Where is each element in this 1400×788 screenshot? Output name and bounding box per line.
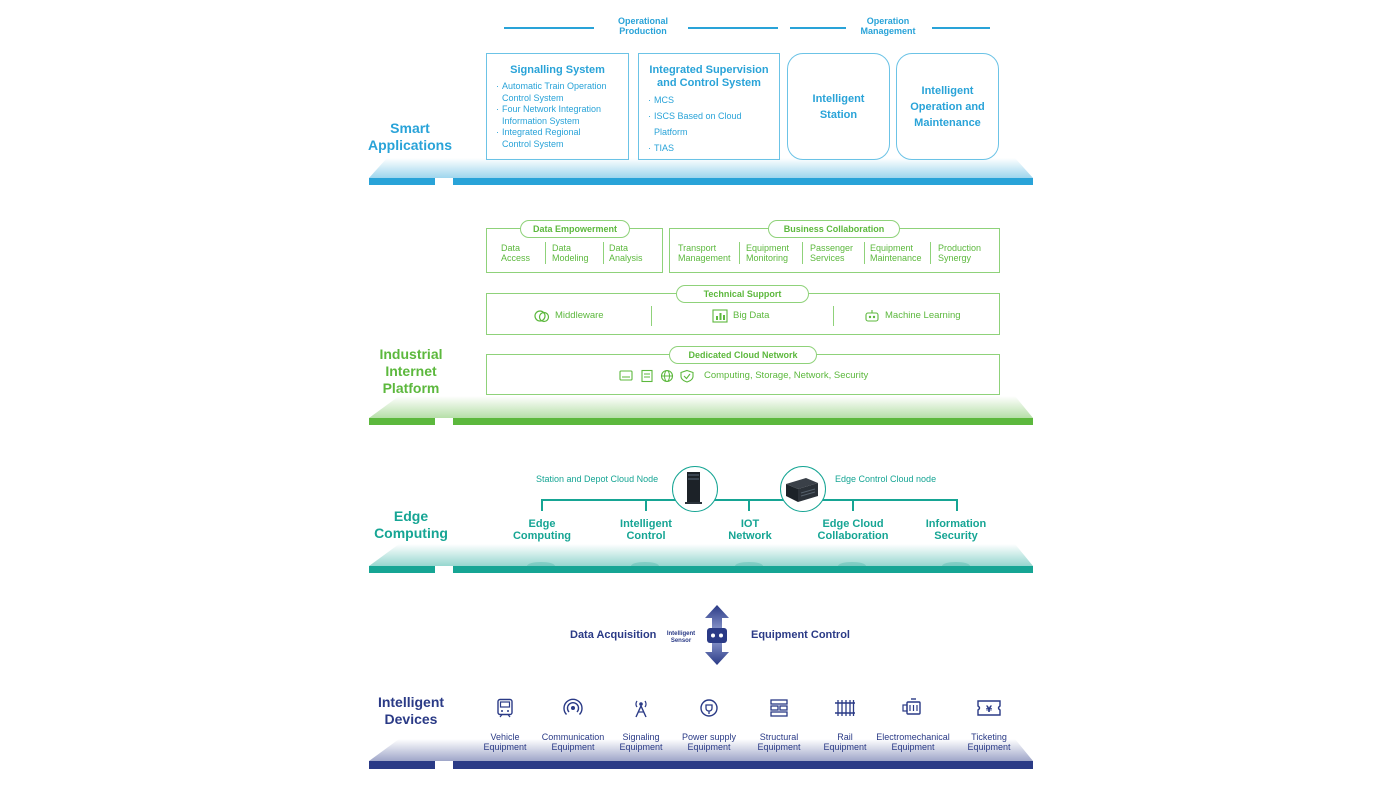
- station-depot-node-label: Station and Depot Cloud Node: [536, 474, 659, 484]
- list-item: ISCS Based on Cloud Platform: [648, 108, 771, 140]
- data-access-cell: Data Access: [501, 243, 531, 263]
- cloud-network-title: Dedicated Cloud Network: [669, 346, 817, 364]
- industrial-platform-base: [369, 396, 1033, 425]
- intelligent-sensor-label: Intelligent Sensor: [666, 631, 696, 644]
- edge-control-node[interactable]: [780, 466, 826, 512]
- big-data-item[interactable]: Big Data: [712, 309, 769, 323]
- station-depot-node[interactable]: [672, 466, 718, 512]
- edge-control-node-label: Edge Control Cloud node: [835, 474, 937, 484]
- connector-line: [541, 499, 543, 511]
- transport-management-cell: Transport Management: [678, 243, 731, 263]
- business-collaboration-title: Business Collaboration: [768, 220, 900, 238]
- edge-computing-title: Edge Computing: [374, 508, 448, 541]
- divider: [603, 242, 604, 264]
- vehicle-icon: [497, 698, 513, 718]
- rail-icon: [835, 700, 855, 716]
- power-supply-icon: [700, 699, 718, 717]
- cloud-network-resources: Computing, Storage, Network, Security: [619, 369, 868, 383]
- list-item: Four Network Integration Information Sys…: [496, 104, 620, 127]
- edge-server-icon: [785, 477, 818, 502]
- data-modeling-cell: Data Modeling: [552, 243, 589, 263]
- signalling-system-box[interactable]: Signalling System Automatic Train Operat…: [486, 53, 629, 160]
- technical-support-title: Technical Support: [676, 285, 809, 303]
- divider: [651, 306, 652, 326]
- signaling-icon: [635, 700, 647, 718]
- structural-icon: [770, 699, 788, 717]
- divider: [864, 242, 865, 264]
- communication-icon: [563, 698, 583, 715]
- data-acquisition-label: Data Acquisition: [570, 629, 657, 641]
- technical-support-box[interactable]: [486, 293, 1000, 335]
- divider: [688, 27, 778, 29]
- connector-line: [645, 499, 647, 511]
- big-data-icon: [712, 309, 728, 323]
- category-operational-production: Operational Production: [617, 16, 668, 36]
- iscs-box[interactable]: Integrated Supervision and Control Syste…: [638, 53, 780, 160]
- intelligent-control-item[interactable]: Intelligent Control: [620, 518, 672, 542]
- edge-platform-base: [369, 544, 1033, 573]
- production-synergy-cell: Production Synergy: [938, 243, 982, 263]
- divider: [833, 306, 834, 326]
- divider: [790, 27, 846, 29]
- list-item: Automatic Train Operation Control System: [496, 81, 620, 104]
- big-data-label: Big Data: [733, 310, 770, 321]
- middleware-icon: [534, 310, 550, 323]
- iot-network-item[interactable]: IOT Network: [728, 518, 772, 542]
- intelligent-devices-title: Intelligent Devices: [377, 694, 445, 727]
- ticketing-icon: ¥: [977, 700, 1001, 716]
- data-empowerment-title: Data Empowerment: [520, 220, 630, 238]
- divider: [930, 242, 931, 264]
- intelligent-om-box[interactable]: Intelligent Operation and Maintenance: [896, 53, 999, 160]
- bidirectional-arrow-icon: [705, 605, 729, 665]
- equipment-maintenance-cell: Equipment Maintenance: [870, 243, 922, 263]
- list-item: TIAS: [648, 140, 771, 156]
- connector-line: [852, 499, 854, 511]
- equipment-monitoring-cell: Equipment Monitoring: [746, 243, 790, 263]
- edge-cloud-collaboration-item[interactable]: Edge Cloud Collaboration: [817, 518, 889, 542]
- middleware-label: Middleware: [555, 310, 604, 321]
- devices-platform-base: [369, 739, 1033, 769]
- list-item: Integrated Regional Control System: [496, 127, 620, 150]
- iscs-title: Integrated Supervision and Control Syste…: [649, 64, 769, 89]
- industrial-platform-title: Industrial Internet Platform: [379, 346, 443, 396]
- category-operation-management: Operation Management: [860, 16, 916, 36]
- signalling-system-title: Signalling System: [510, 64, 605, 76]
- divider: [932, 27, 990, 29]
- machine-learning-label: Machine Learning: [885, 310, 961, 321]
- svg-text:¥: ¥: [986, 705, 993, 715]
- divider: [739, 242, 740, 264]
- information-security-item[interactable]: Information Security: [925, 518, 987, 542]
- electromechanical-icon: [902, 698, 921, 715]
- connector-line: [956, 499, 958, 511]
- server-tower-icon: [684, 471, 702, 504]
- list-item: MCS: [648, 92, 771, 108]
- smart-applications-title: Smart Applications: [367, 120, 452, 153]
- smart-platform-base: [369, 158, 1033, 185]
- machine-learning-item[interactable]: Machine Learning: [864, 309, 961, 323]
- intelligent-station-box[interactable]: Intelligent Station: [787, 53, 890, 160]
- equipment-control-label: Equipment Control: [751, 629, 850, 641]
- machine-learning-icon: [865, 310, 879, 322]
- computing-storage-network-security-icon: [619, 369, 694, 383]
- divider: [504, 27, 594, 29]
- data-analysis-cell: Data Analysis: [609, 243, 643, 263]
- cloud-network-label: Computing, Storage, Network, Security: [704, 370, 869, 381]
- connector-line: [748, 499, 750, 511]
- passenger-services-cell: Passenger Services: [810, 243, 854, 263]
- middleware-item[interactable]: Middleware: [534, 309, 604, 323]
- divider: [802, 242, 803, 264]
- divider: [545, 242, 546, 264]
- edge-computing-item[interactable]: Edge Computing: [512, 518, 572, 542]
